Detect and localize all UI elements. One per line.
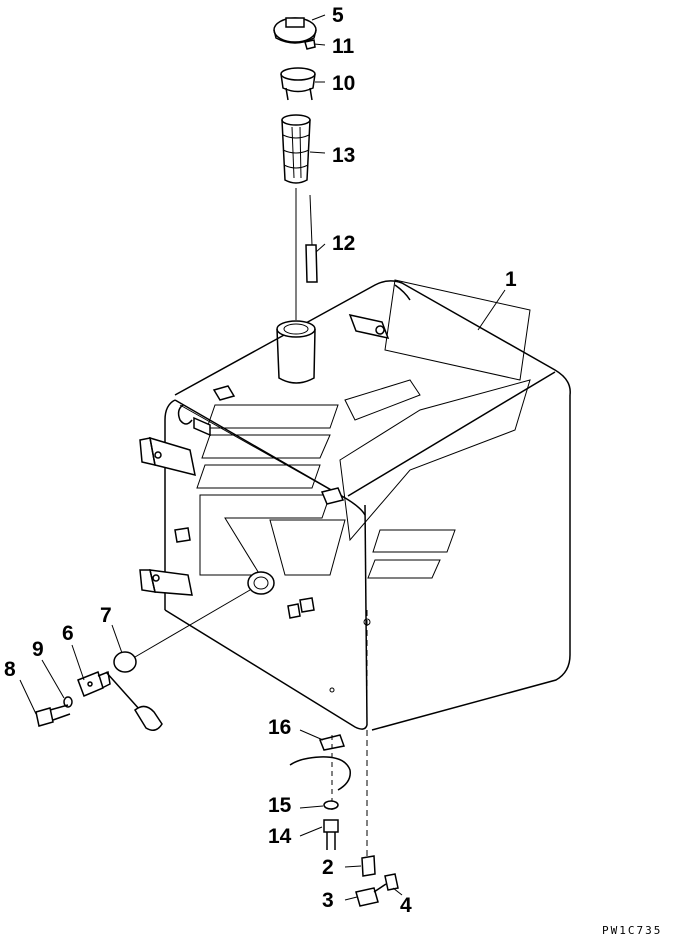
hydraulic-tank <box>139 280 571 860</box>
drain-valve <box>355 855 399 907</box>
callout-12: 12 <box>332 232 355 255</box>
callout-16: 16 <box>268 716 291 739</box>
dipstick <box>305 194 318 283</box>
callout-10: 10 <box>332 72 355 95</box>
callout-1: 1 <box>505 268 517 291</box>
callout-8: 8 <box>4 658 16 681</box>
leader-lines <box>19 14 506 901</box>
strainer <box>281 114 311 320</box>
callout-5: 5 <box>332 4 344 27</box>
callout-4: 4 <box>400 894 412 917</box>
level-gauge-assembly <box>35 589 251 731</box>
callout-2: 2 <box>322 856 334 879</box>
screw-11 <box>304 39 316 50</box>
callout-labels: 5 11 10 13 12 1 7 6 9 8 16 15 14 2 3 4 <box>4 4 517 917</box>
callout-3: 3 <box>322 889 334 912</box>
drawing-code: PW1C735 <box>602 924 662 937</box>
callout-11: 11 <box>332 35 355 58</box>
callout-7: 7 <box>100 604 112 627</box>
callout-14: 14 <box>268 825 292 848</box>
clamp-assembly <box>289 734 351 850</box>
adapter-ring <box>280 67 316 101</box>
callout-9: 9 <box>32 638 44 661</box>
callout-13: 13 <box>332 144 355 167</box>
callout-15: 15 <box>268 794 292 817</box>
filler-cap <box>273 17 317 44</box>
callout-6: 6 <box>62 622 74 645</box>
